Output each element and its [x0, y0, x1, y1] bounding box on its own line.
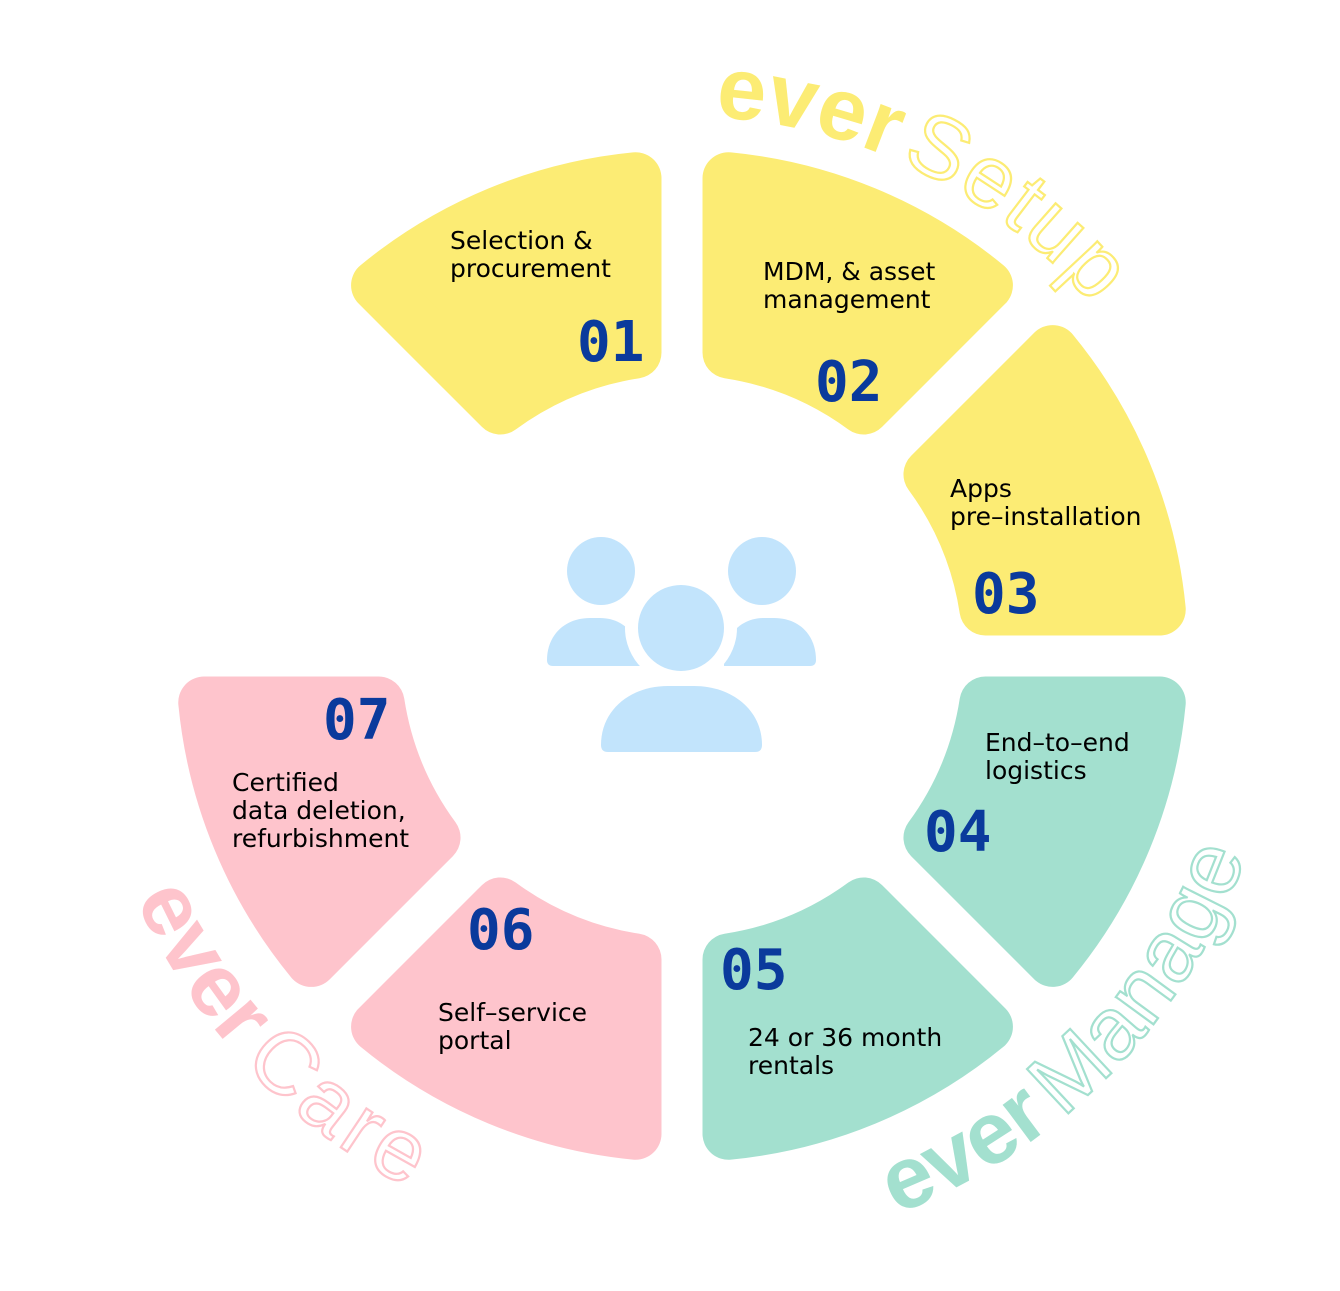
user-left-head — [567, 537, 635, 605]
step-label-line: data deletion, — [232, 796, 406, 825]
user-right-body — [724, 618, 816, 666]
step-label: Self–service portal — [438, 999, 587, 1055]
step-number: 04 — [924, 800, 992, 865]
step-label: 24 or 36 month rentals — [748, 1024, 942, 1080]
step-label-line: Apps — [950, 474, 1012, 503]
step-label: Certified data deletion, refurbishment — [232, 769, 409, 853]
step-number: 03 — [972, 562, 1040, 627]
step-label-line: logistics — [985, 756, 1087, 785]
step-label-line: 24 or 36 month — [748, 1023, 943, 1052]
step-label-line: Self–service — [438, 998, 588, 1027]
step-label-line: refurbishment — [232, 824, 410, 853]
step-label-line: rentals — [748, 1051, 835, 1080]
step-number: 05 — [720, 938, 788, 1003]
segment-05 — [702, 877, 1013, 1160]
segment-07 — [178, 676, 461, 987]
step-label-line: MDM, & asset — [763, 257, 936, 286]
step-number: 02 — [815, 350, 883, 415]
user-center-body — [601, 686, 762, 752]
step-label: MDM, & asset management — [763, 258, 935, 314]
step-number: 07 — [323, 688, 391, 753]
ring-segments — [178, 152, 1186, 1160]
step-label-line: Certified — [232, 768, 339, 797]
segment-06 — [351, 877, 662, 1160]
step-number: 01 — [577, 310, 645, 375]
step-label: End–to–end logistics — [985, 729, 1130, 785]
step-label-line: Selection & — [450, 226, 593, 255]
segment-02 — [702, 152, 1013, 435]
step-label: Selection & procurement — [450, 227, 611, 283]
segment-04 — [903, 676, 1186, 987]
step-label-line: pre–installation — [950, 502, 1142, 531]
segment-01 — [351, 152, 662, 435]
step-label-line: management — [763, 285, 931, 314]
user-center-head — [638, 585, 724, 671]
user-right-head — [728, 537, 796, 605]
users-group-icon — [547, 537, 816, 752]
step-label-line: End–to–end — [985, 728, 1130, 757]
step-number: 06 — [467, 898, 535, 963]
segment-03 — [903, 325, 1186, 636]
step-label-line: procurement — [450, 254, 611, 283]
user-left-body — [547, 618, 640, 666]
step-label: Apps pre–installation — [950, 475, 1142, 531]
step-label-line: portal — [438, 1026, 512, 1055]
